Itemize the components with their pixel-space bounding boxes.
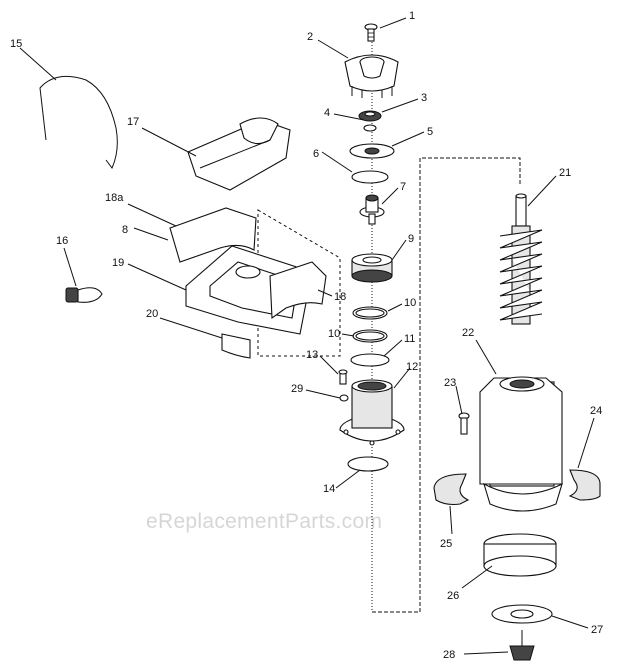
callout-15: 15 [10, 38, 22, 50]
callout-6: 6 [313, 148, 319, 160]
callout-16: 16 [56, 235, 68, 247]
callout-26: 26 [447, 590, 459, 602]
callout-12: 13 [306, 349, 318, 361]
callout-18a: 18a [105, 192, 124, 204]
shroud-group-frame [257, 209, 341, 357]
part-gasket-middle [350, 353, 390, 367]
callout-22: 22 [462, 327, 474, 339]
assembly-path-line [372, 157, 521, 613]
callout-19: 19 [112, 257, 124, 269]
callout-21: 21 [559, 167, 571, 179]
part-top-cap [344, 54, 399, 98]
part-impeller [509, 630, 535, 661]
part-shroud-panel-b [269, 261, 327, 320]
watermark: eReplacementParts.com [146, 510, 382, 533]
callout-11: 11 [404, 333, 415, 345]
part-shaft-coupler [359, 194, 385, 225]
part-motor-cylinder [479, 376, 563, 512]
part-shroud-panel-a [169, 207, 257, 263]
callout-3: 3 [421, 92, 427, 104]
part-wire-handle [39, 75, 118, 169]
part-gasket-lower [347, 456, 389, 472]
part-retaining-rings [352, 306, 388, 343]
callout-2: 2 [307, 31, 313, 43]
part-base-ring [483, 533, 557, 577]
callout-4: 4 [324, 107, 330, 119]
callout-18: 18 [334, 291, 346, 303]
callout-17: 17 [127, 116, 139, 128]
part-housing-cover [187, 117, 291, 191]
part-clamp [65, 287, 103, 303]
callout-13: 12 [406, 361, 418, 373]
part-gasket-plate [491, 604, 553, 624]
part-bolt [458, 412, 470, 435]
part-half-ring-right [568, 469, 601, 501]
callout-29: 29 [291, 383, 303, 395]
callout-27: 27 [591, 624, 603, 636]
part-half-ring-left [433, 473, 470, 506]
part-auger [499, 193, 543, 325]
callout-5: 5 [427, 126, 433, 138]
part-washer [349, 143, 395, 159]
callout-24: 24 [590, 405, 602, 417]
callout-labels: 1 2 3 4 5 6 7 9 10 10 11 12 13 29 14 15 … [10, 10, 603, 661]
callout-14: 14 [323, 483, 335, 495]
part-bearing-housing [339, 379, 405, 446]
callout-7: 7 [400, 181, 406, 193]
callout-25: 25 [440, 538, 452, 550]
part-o-ring [339, 394, 349, 402]
part-bearing [351, 253, 393, 283]
callout-23: 23 [444, 377, 456, 389]
callout-20: 20 [146, 308, 158, 320]
callout-8: 8 [122, 224, 128, 236]
part-wedge [221, 333, 251, 359]
part-bearing-nut [358, 110, 382, 132]
part-small-screw [338, 369, 348, 385]
part-screw [364, 23, 378, 42]
callout-28: 28 [443, 649, 455, 661]
callout-10-lower: 10 [328, 328, 340, 340]
callout-9: 9 [408, 233, 414, 245]
part-gasket-upper [351, 170, 389, 184]
callout-10-upper: 10 [404, 297, 416, 309]
leader-lines [19, 17, 595, 655]
callout-1: 1 [409, 10, 415, 22]
